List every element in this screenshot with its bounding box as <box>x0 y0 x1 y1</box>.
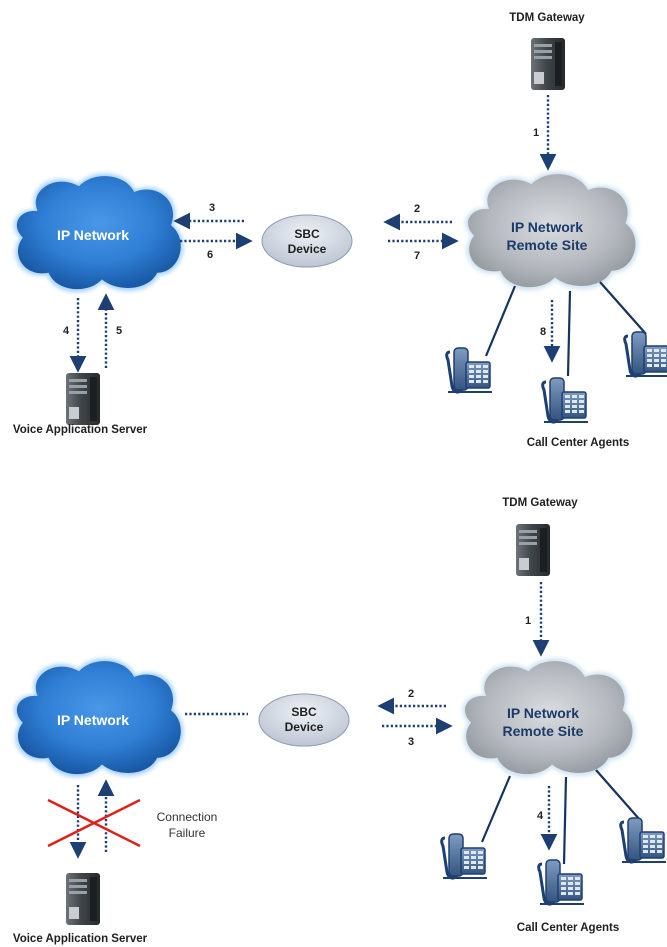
desk-phone-icon <box>623 330 667 378</box>
step-label: 3 <box>408 736 414 748</box>
server-icon <box>66 373 100 425</box>
step-label: 1 <box>525 615 531 627</box>
desk-phone-icon <box>619 816 667 864</box>
step-label: 5 <box>116 325 122 337</box>
remote-site-line2: Remote Site <box>507 237 588 253</box>
server-icon <box>66 873 100 925</box>
tdm-gateway-label: TDM Gateway <box>509 12 585 24</box>
sbc-label-line2: Device <box>285 720 324 734</box>
agents-label: Call Center Agents <box>527 437 629 449</box>
diagram-connection-failure: TDM Gateway IP Network SBC Device IP Net… <box>13 497 667 945</box>
phone-wire <box>595 769 641 821</box>
sbc-label-line2: Device <box>288 242 327 256</box>
server-icon <box>531 38 565 90</box>
phone-wire <box>480 775 512 843</box>
remote-site-line1: IP Network <box>511 219 583 235</box>
sbc-label-line1: SBC <box>291 705 317 719</box>
tdm-gateway-label: TDM Gateway <box>502 497 578 509</box>
remote-site-line2: Remote Site <box>503 723 584 739</box>
agents-label: Call Center Agents <box>517 922 619 934</box>
step-label: 7 <box>414 250 420 262</box>
server-icon <box>516 524 550 576</box>
step-label: 2 <box>408 688 414 700</box>
failure-label-line1: Connection <box>157 810 218 824</box>
desk-phone-icon <box>440 832 489 880</box>
step-label: 1 <box>533 127 539 139</box>
sbc-device <box>258 693 350 747</box>
phone-wire <box>599 281 647 335</box>
desk-phone-icon <box>445 346 494 394</box>
diagram-normal-operation: TDM Gateway IP Network SBC Device IP Net… <box>13 12 667 449</box>
phone-wire <box>484 285 517 357</box>
step-label: 6 <box>207 249 213 261</box>
failure-label-line2: Failure <box>169 826 206 840</box>
step-label: 4 <box>537 810 544 822</box>
sbc-device <box>261 214 353 268</box>
step-label: 4 <box>63 325 70 337</box>
ip-network-label: IP Network <box>57 712 129 728</box>
step-label: 3 <box>209 202 215 214</box>
voice-server-label: Voice Application Server <box>13 424 148 436</box>
desk-phone-icon <box>537 858 586 906</box>
phone-wire <box>562 776 568 865</box>
failure-cross-icon <box>47 798 141 848</box>
step-label: 2 <box>414 203 420 215</box>
phone-wire <box>566 290 572 377</box>
voice-server-label: Voice Application Server <box>13 933 148 945</box>
ip-network-label: IP Network <box>57 227 129 243</box>
remote-site-line1: IP Network <box>507 705 579 721</box>
step-label: 8 <box>540 326 546 338</box>
sbc-label-line1: SBC <box>294 227 320 241</box>
desk-phone-icon <box>541 376 590 424</box>
